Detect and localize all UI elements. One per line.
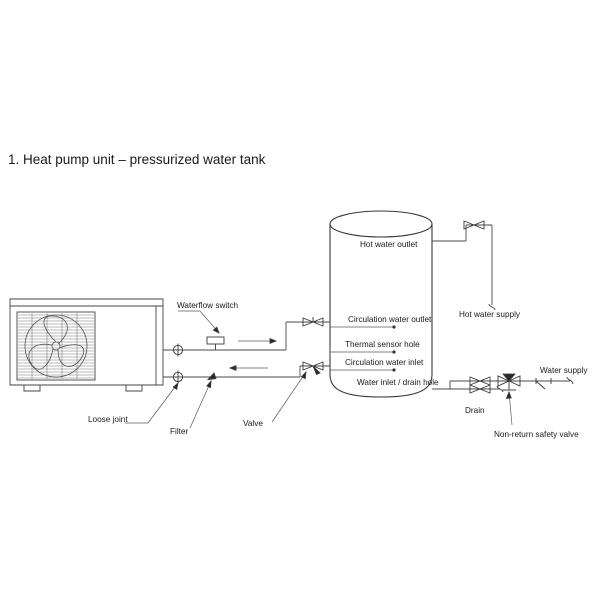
drain-valve-icon <box>469 384 504 394</box>
hot-water-supply-run <box>463 220 496 311</box>
label-non-return-safety-valve: Non-return safety valve <box>494 430 579 439</box>
label-hot-water-supply: Hot water supply <box>459 310 521 319</box>
fan-assembly <box>24 314 88 378</box>
tank-port-leaders <box>329 240 466 390</box>
lower-pipe-run <box>163 365 330 378</box>
page-title: 1. Heat pump unit – pressurized water ta… <box>8 152 266 167</box>
valve-callout <box>271 370 307 423</box>
loose-joint-upper-icon <box>172 343 184 357</box>
grille-louvers <box>18 314 94 379</box>
flow-arrow-left <box>228 365 268 371</box>
filter-callout <box>189 379 212 429</box>
waterflow-switch-icon <box>206 336 225 350</box>
pressurized-water-tank <box>329 210 433 398</box>
upper-pipe-run <box>163 321 330 351</box>
valve-lower-icon <box>302 361 324 376</box>
supply-switch-icon <box>535 378 552 390</box>
flow-arrow-right <box>238 338 278 344</box>
label-waterflow-switch: Waterflow switch <box>177 301 239 310</box>
label-loose-joint: Loose joint <box>88 415 128 424</box>
loose-joint-lower-icon <box>172 370 184 384</box>
loose-joint-callout <box>125 381 179 424</box>
label-hot-water-outlet: Hot water outlet <box>360 240 418 249</box>
label-valve: Valve <box>243 419 263 428</box>
label-thermal-sensor-hole: Thermal sensor hole <box>345 340 420 349</box>
grille-grid <box>31 313 78 379</box>
hot-water-supply-valve-icon <box>463 220 485 230</box>
label-filter: Filter <box>170 427 188 436</box>
non-return-safety-valve-icon <box>497 373 521 391</box>
label-circulation-water-inlet: Circulation water inlet <box>345 358 424 367</box>
label-water-supply: Water supply <box>540 366 588 375</box>
water-supply-run <box>449 373 574 394</box>
waterflow-switch-callout <box>178 310 220 334</box>
valve-upper-icon <box>302 317 324 327</box>
label-circulation-water-outlet: Circulation water outlet <box>348 315 432 324</box>
filter-icon <box>206 372 217 381</box>
heat-pump-unit <box>9 298 164 392</box>
label-water-inlet-drain-hole: Water inlet / drain hole <box>357 378 439 387</box>
valve-main-icon <box>469 376 491 386</box>
label-drain: Drain <box>465 406 485 415</box>
